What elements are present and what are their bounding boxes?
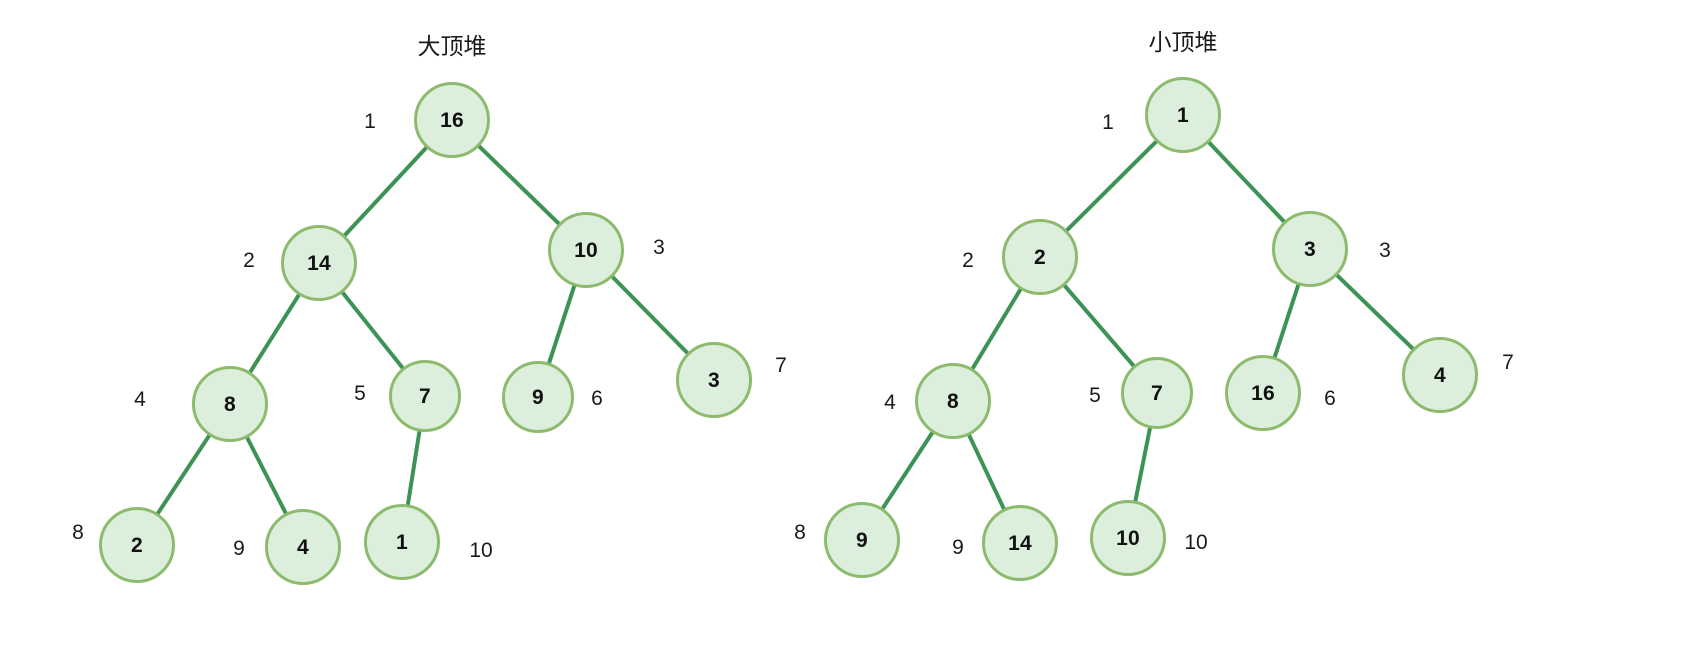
node-index-label: 3 [653, 236, 665, 259]
node-index-label: 6 [1324, 387, 1336, 410]
tree-edge [966, 431, 1007, 513]
node-index-label: 3 [1379, 239, 1391, 262]
node-index-label: 6 [591, 387, 603, 410]
tree-edge [1205, 139, 1288, 225]
tree-node-value: 4 [1434, 363, 1446, 387]
tree-node-value: 3 [1304, 237, 1316, 261]
tree-node[interactable]: 16 [1225, 355, 1301, 431]
node-index-label: 8 [72, 521, 84, 544]
node-index-label: 7 [775, 354, 787, 377]
tree-node[interactable]: 4 [1402, 337, 1478, 413]
tree-edge [247, 291, 302, 376]
tree-edge [1061, 282, 1137, 370]
node-index-label: 9 [233, 537, 245, 560]
node-index-label: 2 [962, 249, 974, 272]
tree-node-value: 10 [574, 238, 598, 262]
tree-node[interactable]: 9 [502, 361, 574, 433]
tree-edge [609, 273, 691, 357]
tree-node[interactable]: 14 [982, 505, 1058, 581]
node-index-label: 5 [354, 382, 366, 405]
tree-node-value: 8 [947, 389, 959, 413]
tree-edge [546, 282, 577, 367]
tree-node[interactable]: 9 [824, 502, 900, 578]
tree-edge [879, 429, 936, 512]
tree-node[interactable]: 16 [414, 82, 490, 158]
node-index-label: 10 [469, 539, 493, 562]
node-index-label: 1 [364, 110, 376, 133]
tree-edge [341, 144, 430, 239]
node-index-label: 2 [243, 249, 255, 272]
tree-node[interactable]: 10 [1090, 500, 1166, 576]
tree-node-value: 16 [1251, 381, 1275, 405]
tree-node-value: 8 [224, 392, 236, 416]
tree-node[interactable]: 7 [1121, 357, 1193, 429]
tree-edge [1133, 424, 1153, 505]
tree-node[interactable]: 2 [99, 507, 175, 583]
tree-edge [1333, 272, 1417, 352]
tree-node[interactable]: 3 [1272, 211, 1348, 287]
tree-edge [339, 289, 406, 372]
tree-node-value: 4 [297, 535, 309, 559]
tree-edge [475, 143, 563, 227]
tree-edge [1272, 281, 1301, 361]
tree-node-value: 9 [856, 528, 868, 552]
tree-node-value: 1 [1177, 103, 1189, 127]
node-index-label: 8 [794, 521, 806, 544]
tree-node-value: 3 [708, 368, 720, 392]
tree-node[interactable]: 14 [281, 225, 357, 301]
tree-title-min-heap: 小顶堆 [1148, 30, 1218, 56]
tree-node-value: 7 [419, 384, 431, 408]
tree-node-value: 16 [440, 108, 464, 132]
tree-node[interactable]: 10 [548, 212, 624, 288]
tree-node-value: 9 [532, 385, 544, 409]
tree-title-max-heap: 大顶堆 [417, 34, 487, 60]
node-index-label: 4 [884, 391, 896, 414]
tree-node[interactable]: 2 [1002, 219, 1078, 295]
node-index-label: 10 [1184, 531, 1208, 554]
tree-edge [154, 432, 213, 517]
tree-node-value: 14 [307, 251, 331, 275]
tree-node-value: 10 [1116, 526, 1140, 550]
tree-node[interactable]: 3 [676, 342, 752, 418]
tree-edge [405, 427, 422, 509]
tree-node-value: 1 [396, 530, 408, 554]
tree-node[interactable]: 8 [915, 363, 991, 439]
tree-node[interactable]: 1 [364, 504, 440, 580]
tree-edge [1063, 138, 1160, 234]
tree-edge [969, 285, 1024, 373]
tree-node-value: 14 [1008, 531, 1032, 555]
node-index-label: 9 [952, 536, 964, 559]
node-index-label: 7 [1502, 351, 1514, 374]
node-index-label: 5 [1089, 384, 1101, 407]
tree-node[interactable]: 4 [265, 509, 341, 585]
tree-edge [244, 434, 289, 517]
tree-node-value: 7 [1151, 381, 1163, 405]
node-index-label: 4 [134, 388, 146, 411]
tree-node[interactable]: 7 [389, 360, 461, 432]
node-index-label: 1 [1102, 111, 1114, 134]
tree-node-value: 2 [131, 533, 143, 557]
tree-node[interactable]: 1 [1145, 77, 1221, 153]
tree-node[interactable]: 8 [192, 366, 268, 442]
tree-node-value: 2 [1034, 245, 1046, 269]
